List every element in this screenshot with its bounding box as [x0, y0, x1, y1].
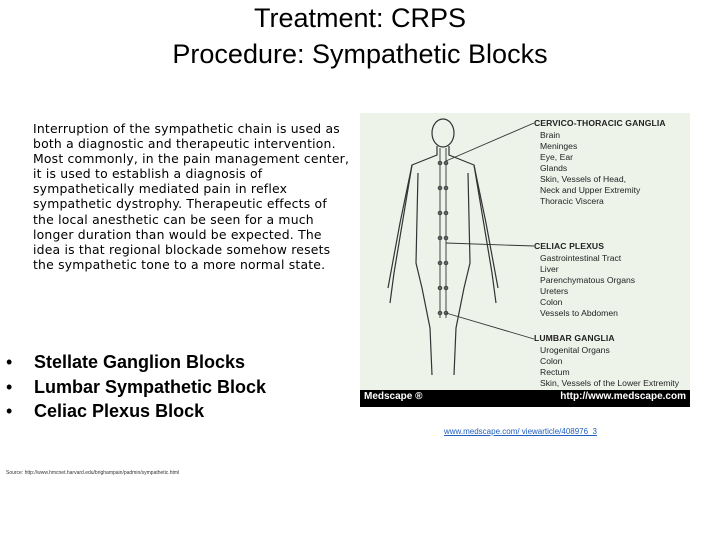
ganglia-item: Neck and Upper Extremity [540, 185, 641, 195]
ganglia-item: Eye, Ear [540, 152, 573, 162]
bullet-marker: • [6, 401, 13, 421]
slide-title-line2: Procedure: Sympathetic Blocks [172, 39, 548, 69]
bullet-marker: • [6, 352, 13, 372]
ganglia-item: Brain [540, 130, 561, 140]
ganglia-item: Urogenital Organs [540, 345, 610, 355]
medscape-logo-text: Medscape ® [364, 391, 423, 402]
medscape-article-link[interactable]: www.medscape.com/ viewarticle/408976_3 [444, 427, 597, 436]
ganglia-item: Ureters [540, 286, 569, 296]
ganglia-group-header: LUMBAR GANGLIA [534, 333, 615, 343]
bullet-text: Lumbar Sympathetic Block [34, 376, 267, 397]
ganglia-item: Glands [540, 163, 568, 173]
anatomy-figure: CERVICO-THORACIC GANGLIA Brain Meninges … [360, 113, 690, 407]
ganglia-item: Skin, Vessels of Head, [540, 174, 626, 184]
ganglia-item: Vessels to Abdomen [540, 308, 618, 318]
medscape-url-text: http://www.medscape.com [560, 391, 686, 402]
ganglia-group-header: CERVICO-THORACIC GANGLIA [534, 118, 666, 128]
bullet-text: Stellate Ganglion Blocks [34, 352, 246, 372]
bullet-text: Celiac Plexus Block [34, 401, 205, 421]
bullet-item: • Stellate Ganglion Blocks [6, 350, 266, 375]
sympathetic-chain-illustration [387, 118, 535, 376]
ganglia-group-header: CELIAC PLEXUS [534, 241, 605, 251]
slide-title-line1: Treatment: CRPS [253, 3, 467, 33]
bullet-marker: • [6, 376, 13, 397]
description-paragraph: Interruption of the sympathetic chain is… [33, 121, 350, 272]
bullet-list: • Stellate Ganglion Blocks • Lumbar Sympat… [6, 350, 266, 424]
ganglia-item: Colon [540, 297, 563, 307]
ganglia-item: Skin, Vessels of the Lower Extremity [540, 378, 679, 388]
ganglia-item: Colon [540, 356, 563, 366]
figure-footer-bar: Medscape ® http://www.medscape.com [360, 390, 690, 407]
ganglia-item: Parenchymatous Organs [540, 275, 636, 285]
ganglia-item: Thoracic Viscera [540, 196, 604, 206]
source-citation: Source: http://www.hmcnet.harvard.edu/br… [6, 470, 180, 476]
ganglia-item: Gastrointestinal Tract [540, 253, 622, 263]
bullet-item: • Celiac Plexus Block [6, 399, 266, 424]
ganglia-item: Meninges [540, 141, 578, 151]
ganglia-item: Rectum [540, 367, 570, 377]
ganglia-item: Liver [540, 264, 559, 274]
bullet-item: • Lumbar Sympathetic Block [6, 375, 266, 400]
